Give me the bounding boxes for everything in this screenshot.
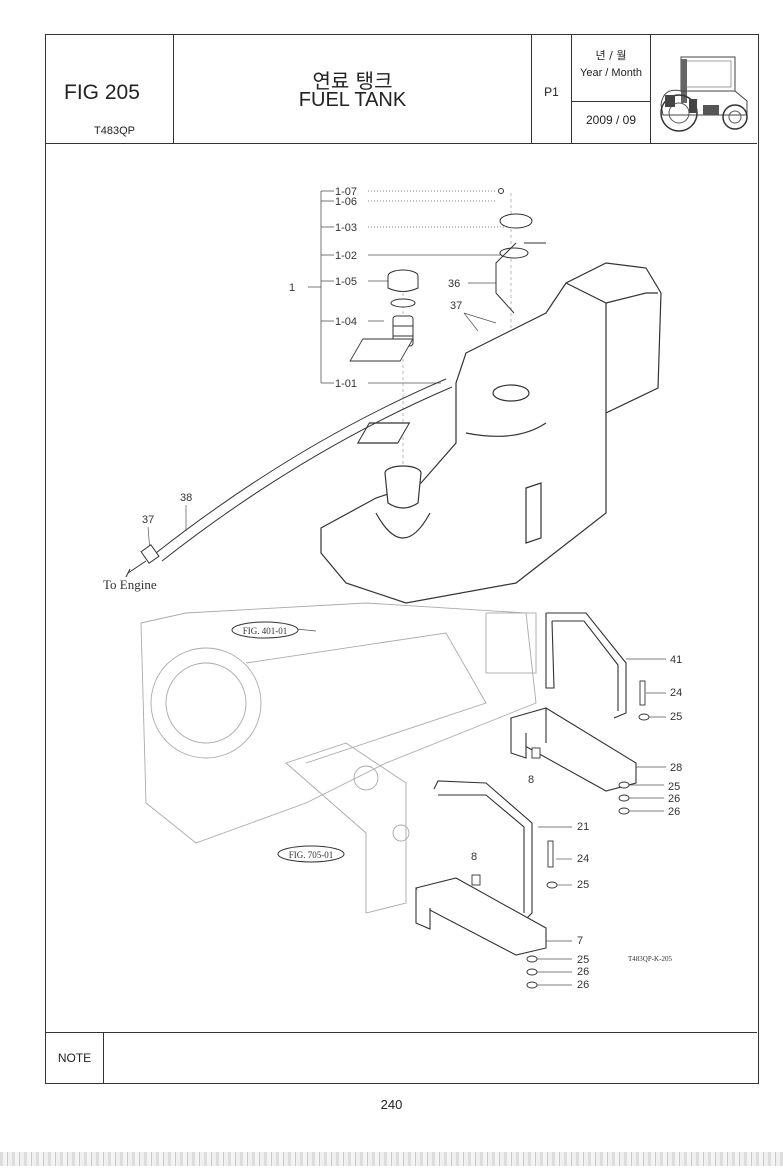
callout-8-upper: 8 — [528, 774, 534, 786]
to-engine-label: To Engine — [103, 577, 157, 592]
callout-25-upper: 25 — [670, 711, 682, 723]
callout-1-04: 1-04 — [335, 316, 357, 328]
divider — [572, 101, 650, 102]
year-month-english: Year / Month — [580, 67, 642, 79]
callout-21: 21 — [577, 821, 589, 833]
note-row: NOTE — [46, 1032, 757, 1083]
callout-1-05: 1-05 — [335, 276, 357, 288]
callout-26-mid-1: 26 — [668, 793, 680, 805]
callout-1-07: 1-07 — [335, 186, 357, 198]
page-code-cell: P1 — [532, 35, 572, 143]
title-english: FUEL TANK — [298, 89, 407, 111]
title-korean: 연료 탱크 — [312, 69, 393, 93]
callout-24-lower: 24 — [577, 853, 589, 865]
page-code: P1 — [544, 85, 559, 99]
upper-fasteners — [531, 680, 650, 815]
svg-text:FIG. 401-01: FIG. 401-01 — [243, 626, 288, 636]
callout-1-03: 1-03 — [335, 222, 357, 234]
tractor-icon — [660, 56, 748, 132]
year-month-korean: 년 / 월 — [595, 49, 627, 62]
year-month-cell: 년 / 월 Year / Month 2009 / 09 — [572, 35, 651, 143]
callout-25-lower: 25 — [577, 879, 589, 891]
lower-strap — [433, 780, 533, 922]
callout-7: 7 — [577, 935, 583, 947]
svg-text:FIG. 705-01: FIG. 705-01 — [289, 850, 334, 860]
fig-cell: FIG 205 T483QP — [46, 35, 174, 143]
upper-strap — [545, 612, 627, 719]
callout-26-bottom-2: 26 — [577, 979, 589, 991]
sender-plate — [349, 188, 546, 362]
callout-26-bottom-1: 26 — [577, 966, 589, 978]
model-code: T483QP — [94, 125, 135, 137]
callout-38: 38 — [180, 492, 192, 504]
callout-25-mid: 25 — [668, 781, 680, 793]
callout-1: 1 — [289, 282, 295, 294]
callout-36: 36 — [448, 278, 460, 290]
fuel-tank — [320, 262, 662, 604]
exploded-diagram: 1-07 1-06 1-03 1-02 1-05 1-04 1-01 1 36 … — [103, 186, 682, 991]
title-cell: 연료 탱크 FUEL TANK — [174, 35, 532, 143]
fig-number: FIG 205 — [64, 81, 140, 104]
lower-fasteners — [471, 840, 558, 989]
callout-25-bottom: 25 — [577, 954, 589, 966]
header: FIG 205 T483QP 연료 탱크 FUEL TANK P1 년 / 월 … — [46, 35, 757, 144]
callout-37-left: 37 — [142, 514, 154, 526]
note-label: NOTE — [46, 1033, 104, 1083]
icon-cell — [651, 35, 757, 143]
fuel-hose — [125, 378, 453, 578]
callout-24-upper: 24 — [670, 687, 682, 699]
year-month-value: 2009 / 09 — [585, 113, 637, 127]
upper-bracket — [510, 707, 637, 792]
transmission-housing — [140, 602, 537, 914]
callout-1-02: 1-02 — [335, 250, 357, 262]
part-1-bracket — [308, 190, 508, 384]
page-number: 240 — [380, 1097, 403, 1112]
scan-artifact — [0, 1152, 783, 1166]
drawing-code: T483QP-K-205 — [628, 955, 672, 963]
callout-labels: 1-07 1-06 1-03 1-02 1-05 1-04 1-01 1 36 … — [103, 186, 682, 991]
callout-37-top: 37 — [450, 300, 462, 312]
callout-26-mid-2: 26 — [668, 806, 680, 818]
callout-8-lower: 8 — [471, 851, 477, 863]
fig-ref-401: FIG. 401-01 — [231, 621, 299, 639]
lower-bracket — [415, 877, 547, 956]
callout-41: 41 — [670, 654, 682, 666]
callout-1-01: 1-01 — [335, 378, 357, 390]
callout-1-06: 1-06 — [335, 196, 357, 208]
page-frame: FIG 205 T483QP 연료 탱크 FUEL TANK P1 년 / 월 … — [45, 34, 759, 1084]
callout-28: 28 — [670, 762, 682, 774]
fig-ref-705: FIG. 705-01 — [277, 845, 345, 863]
